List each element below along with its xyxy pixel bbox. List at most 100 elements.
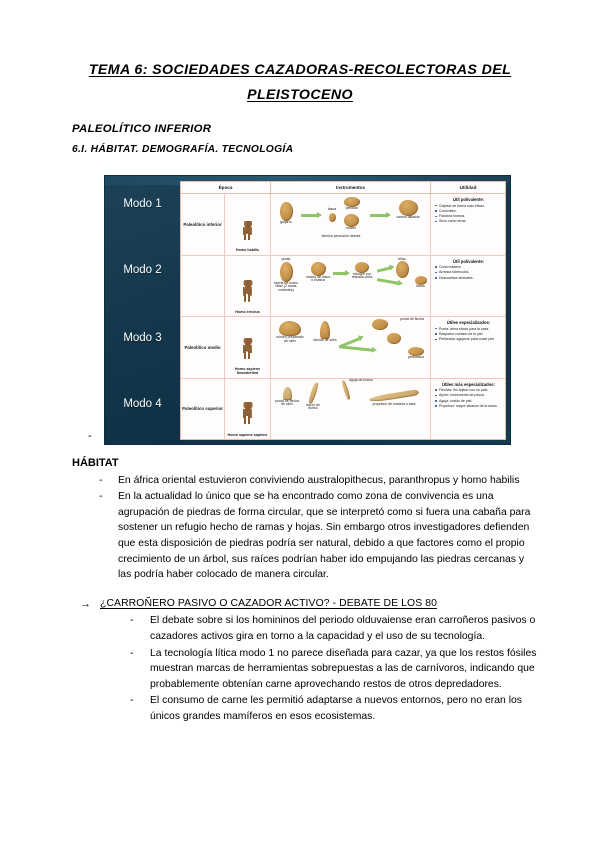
table-row: Homo erectus punta hacha de mano bifaz (… [181,255,505,317]
utility-item: Perforador agujeros para coser piel. [435,337,502,342]
hominid-figure-icon [239,401,256,432]
instrument-punta-flecha-silex: punta de flecha de sílex [275,386,299,408]
habitat-bullet-list: En áfrica oriental estuvieron conviviend… [72,473,540,583]
debate-heading: ¿CARROÑERO PASIVO O CAZADOR ACTIVO? - DE… [100,597,438,609]
slide-top-band [105,176,510,185]
utility-list: Punta: arma eficaz para la caza. Raspado… [435,327,502,342]
technology-modes-slide-image: Modo 1 Modo 2 Modo 3 Modo 4 Época Instru… [105,176,510,444]
instrument-percutor: percutor [337,197,367,211]
table-row: Paleolítico inferior Homo habilis guijar… [181,194,505,256]
instrument-nucleo: núcleo [337,214,365,231]
list-item: La tecnología lítica modo 1 no parece di… [130,646,540,693]
stray-dash-bullet: - [88,430,92,442]
instrument-nucleo-disco: núcleo de disco o bivalva [305,261,331,284]
instrument-nucleo-preparado-silex: núcleo preparado de sílex [274,321,306,344]
instrument-bifaz: bifaz [391,257,413,279]
hominid-figure-icon [239,279,256,309]
cell-hominid: Homo sapiens sapiens [225,378,271,439]
utility-list: Corta madera. Arranca tubérculos. Descua… [435,265,502,280]
hominid-label: Homo erectus [235,309,260,314]
utility-item: Corta látex. [435,209,502,214]
instrument-lamina-silex: lámina de sílex [313,321,337,343]
cell-epoca: Paleolítico superior [181,378,225,439]
utility-item: Fractura huesos. [435,214,502,219]
instrument-aguja-hueso [329,379,363,400]
title-block: TEMA 6: SOCIEDADES CAZADORAS-RECOLECTORA… [0,0,600,108]
table-row: Paleolítico medio Homo sapiens Neanderth… [181,317,505,379]
utility-item: Arranca tubérculos. [435,270,502,275]
instrument-lasca: lasca [411,275,430,289]
technology-table: Época Instrumentos Utilidad Paleolítico … [180,181,506,440]
utility-list: Flechas: tiro lejano con un palo. Arpón:… [435,388,502,409]
body-content: HÁBITAT En áfrica oriental estuvieron co… [0,455,600,726]
utility-title: Útiles más especializados: [441,381,496,387]
hominid-label: Homo habilis [235,248,260,253]
instrument-flake-mid [383,333,405,344]
utility-item: Golpear de forma más eficaz. [435,204,502,209]
list-item: El debate sobre si los homininos del per… [130,613,540,644]
utility-item: Punta: arma eficaz para la caza. [435,327,502,332]
hominid-figure-icon [239,338,256,366]
mode-label-1: Modo 1 [123,198,162,210]
list-item: El consumo de carne les permitió adaptar… [130,693,540,724]
column-header-instrumentos: Instrumentos [271,182,431,193]
utility-item: Propulsor: mayor alcance de la lanza. [435,404,502,409]
process-arrow-icon-2 [370,212,391,218]
utility-list: Golpear de forma más eficaz. Corta látex… [435,204,502,225]
epoca-label: Paleolítico superior [182,406,223,411]
section-subheading-habitat-demografia: 6.I. HÁBITAT. DEMOGRAFÍA. TECNOLOGÍA [72,143,294,155]
epoca-label: Paleolítico medio [184,344,221,350]
cell-epoca [181,255,225,316]
cell-epoca: Paleolítico inferior [181,194,225,255]
instrument-guijarro: guijarro [275,202,297,225]
cell-hominid: Homo habilis [225,194,271,255]
column-header-utilidad: Utilidad [459,185,477,190]
cell-epoca: Paleolítico medio [181,317,225,378]
column-header-epoca: Época [181,182,271,193]
instrument-tecnica-percusion: técnica percusión directa [321,234,361,238]
table-header-row: Época Instrumentos Utilidad [181,182,505,194]
instrument-aguja-hueso-label: aguja de hueso [349,377,373,382]
utility-item: Arpón: instrumento de pesca. [435,393,502,398]
mode-label-2: Modo 2 [123,264,162,276]
utility-item: Corta madera. [435,265,502,270]
habitat-heading: HÁBITAT [72,457,119,469]
hominid-label: Homo sapiens sapiens [227,432,268,437]
hominid-label: Homo sapiens Neanderthal [234,367,261,376]
debate-section: ¿CARROÑERO PASIVO O CAZADOR ACTIVO? - DE… [72,596,540,725]
process-arrow-icon [333,269,350,276]
instrument-punta-flecha-label: punta de flecha [400,317,424,321]
mode-label-4: Modo 4 [123,398,162,410]
instrument-retoque: retoque por retirada corta [349,261,375,281]
cell-instrumentos: núcleo preparado de sílex lámina de síle… [271,317,431,378]
epoca-label: Paleolítico inferior [183,221,222,227]
document-title-line-2: PLEISTOCENO [247,86,353,103]
cell-hominid: Homo sapiens Neanderthal [225,317,271,378]
mode-label-3: Modo 3 [123,332,162,344]
instrument-punta-flecha [363,319,397,330]
document-title-line-1: TEMA 6: SOCIEDADES CAZADORAS-RECOLECTORA… [88,62,512,78]
cell-utilidad: Útil polivalente: Golpear de forma más e… [431,194,505,255]
utility-title: Útiles especializados: [446,320,491,325]
utility-item: Descuartiza animales. [435,276,502,281]
cell-instrumentos: punta hacha de mano bifaz (2 caras corta… [271,255,431,316]
list-item: En áfrica oriental estuvieron conviviend… [99,473,540,489]
process-arrow-icon-2 [338,345,374,352]
list-item: En la actualidad lo único que se ha enco… [99,489,540,583]
process-arrow-icon-2 [376,265,392,273]
section-subheading-paleolitico: PALEOLÍTICO INFERIOR [72,122,212,135]
instrument-lasca: lasca [323,207,341,222]
process-arrow-icon [301,212,322,218]
cell-utilidad: Útiles especializados: Punta: arma efica… [431,317,505,378]
cell-hominid: Homo erectus [225,255,271,316]
instrument-punta: punta [273,257,299,283]
hominid-figure-icon [239,221,256,248]
process-arrow-icon-3 [376,277,400,285]
cell-utilidad: Útil polivalente: Corta madera. Arranca … [431,256,505,317]
cell-instrumentos: guijarro lasca percutor [271,194,431,255]
utility-item: Raspador cuidado de la piel. [435,332,502,337]
instrument-cantos-tallados: cantos tallados [391,200,425,220]
utility-title: Útil polivalente: [452,258,485,264]
cell-instrumentos: punta de flecha de sílex arpón de hueso … [271,377,431,439]
